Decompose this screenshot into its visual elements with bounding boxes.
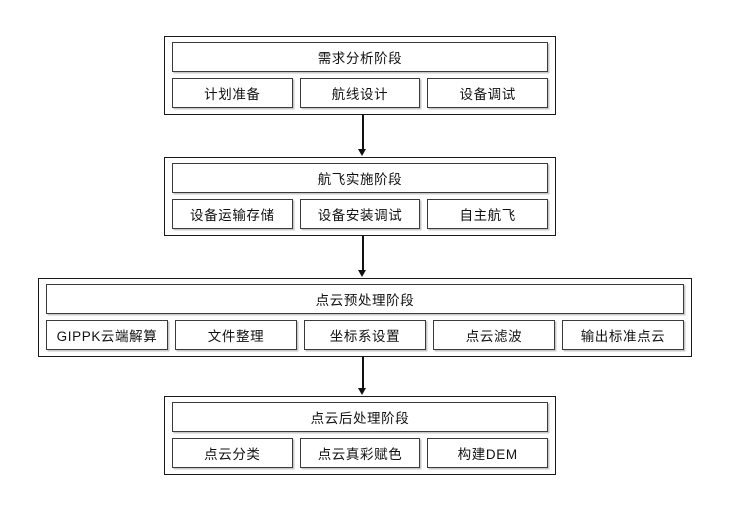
connector-arrow-stage3-stage4 (356, 357, 370, 396)
connector-line (362, 357, 364, 389)
item-box-output-standard-point-cloud: 输出标准点云 (562, 320, 684, 350)
stage-items-row-flight-implementation: 设备运输存储 设备安装调试 自主航飞 (172, 199, 549, 229)
arrow-down-icon (358, 270, 366, 277)
item-box-equipment-transport-storage: 设备运输存储 (172, 199, 293, 229)
arrow-down-icon (358, 388, 366, 395)
item-box-autonomous-flight: 自主航飞 (427, 199, 549, 229)
stage-items-row-point-cloud-preprocessing: GIPPK云端解算 文件整理 坐标系设置 点云滤波 输出标准点云 (46, 320, 684, 350)
item-box-build-dem: 构建DEM (427, 438, 549, 468)
stage-title-flight-implementation: 航飞实施阶段 (172, 163, 548, 193)
item-box-equipment-debugging: 设备调试 (427, 78, 549, 108)
item-box-point-cloud-true-color: 点云真彩赋色 (299, 438, 421, 468)
connector-line (362, 236, 364, 271)
item-box-route-design: 航线设计 (299, 78, 421, 108)
stage-title-point-cloud-preprocessing: 点云预处理阶段 (46, 284, 684, 314)
stage-items-row-point-cloud-postprocessing: 点云分类 点云真彩赋色 构建DEM (172, 438, 549, 468)
item-box-plan-preparation: 计划准备 (172, 78, 293, 108)
item-box-point-cloud-filtering: 点云滤波 (433, 320, 555, 350)
item-box-file-organization: 文件整理 (175, 320, 297, 350)
stage-flight-implementation: 航飞实施阶段 设备运输存储 设备安装调试 自主航飞 (164, 157, 556, 236)
item-box-coordinate-system-setup: 坐标系设置 (304, 320, 426, 350)
stage-requirement-analysis: 需求分析阶段 计划准备 航线设计 设备调试 (164, 36, 556, 115)
stage-items-row-requirement-analysis: 计划准备 航线设计 设备调试 (172, 78, 549, 108)
item-box-point-cloud-classification: 点云分类 (172, 438, 293, 468)
arrow-down-icon (358, 149, 366, 156)
stage-title-requirement-analysis: 需求分析阶段 (172, 42, 548, 72)
item-box-equipment-installation-debugging: 设备安装调试 (299, 199, 421, 229)
stage-title-point-cloud-postprocessing: 点云后处理阶段 (172, 402, 548, 432)
stage-point-cloud-postprocessing: 点云后处理阶段 点云分类 点云真彩赋色 构建DEM (164, 396, 556, 475)
item-box-gippk-cloud-solving: GIPPK云端解算 (46, 320, 168, 350)
connector-arrow-stage1-stage2 (356, 115, 370, 157)
connector-arrow-stage2-stage3 (356, 236, 370, 278)
stage-point-cloud-preprocessing: 点云预处理阶段 GIPPK云端解算 文件整理 坐标系设置 点云滤波 输出标准点云 (38, 278, 692, 357)
connector-line (362, 115, 364, 150)
